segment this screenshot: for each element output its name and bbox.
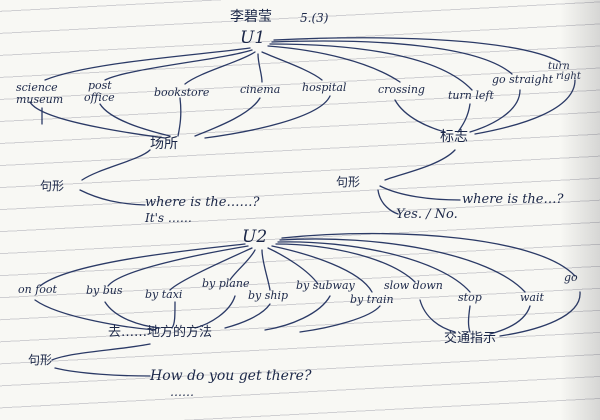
traffic-go: go [564,271,578,284]
sign-turn-left: turn left [448,89,494,102]
bracket-on-foot [34,299,156,331]
pattern-left-answer: It's …… [145,211,192,225]
way-by-bus: by bus [86,284,123,297]
link-u2-go [281,232,576,277]
way-on-foot: on foot [18,283,57,296]
bracket-by-train [299,305,381,333]
link-u2-by-ship [261,249,271,291]
bracket-slow-down [419,299,456,333]
bracket-turn-right [474,79,576,135]
link-u2-stop [277,241,471,293]
group-places: 场所 [150,136,178,152]
link-u2-by-subway [267,247,319,285]
way-by-subway: by subway [296,279,355,292]
place-office: office [84,91,115,104]
link-u2-by-train [271,245,373,293]
bracket-bookstore [177,97,182,137]
place-hospital: hospital [302,81,347,94]
link-u1-crossing [267,45,401,83]
bracket-crossing [394,99,446,133]
sign-crossing: crossing [378,83,425,96]
pattern-u2-answer: …… [170,385,194,399]
link-u1-science-museum [44,47,251,81]
way-by-plane: by plane [202,277,250,290]
group-traffic: 交通指示 [444,331,497,346]
bracket-by-taxi [171,301,176,329]
traffic-stop: stop [458,291,482,304]
bracket-hospital [204,95,331,139]
sign-turn: turn [548,61,570,72]
way-by-taxi: by taxi [145,288,183,301]
link-u1-hospital [261,51,323,81]
class-label: 5.(3) [300,11,329,25]
link-u1-go-straight [271,40,513,75]
unit1-title: U1 [240,28,266,48]
link-u1-bookstore [184,51,256,85]
pattern-right-answer: Yes. / No. [396,207,458,222]
traffic-slow-down: slow down [384,279,443,292]
bracket-by-plane [194,295,236,329]
unit2-title: U2 [242,227,268,247]
link-u2-wait [279,238,526,293]
link-places-pattern [81,149,151,181]
place-bookstore: bookstore [154,86,210,99]
pattern-label-right: 句形 [336,175,361,189]
link-u2-slow-down [275,243,416,283]
pattern-u2-question: How do you get there? [150,368,312,384]
link-u2-on-foot [39,243,246,287]
bracket-by-bus [104,301,161,329]
way-by-ship: by ship [248,289,289,302]
bracket-post [99,103,171,137]
pattern-left-question: where is the……? [145,195,260,210]
bracket-cinema [194,97,261,137]
pattern-right-question: where is the…? [462,192,564,207]
pattern-label-u2: 句形 [28,353,53,367]
bracket-go [499,291,581,337]
link-u1-cinema [257,53,263,83]
place-post: post [88,79,112,92]
link-u2-by-bus [107,245,249,287]
bracket-wait [489,305,531,335]
bracket-by-subway [264,295,331,331]
link-pattern-q [54,367,151,377]
link-u1-turn-right [273,37,561,63]
sign-right: right [556,71,581,82]
bracket-by-ship [224,303,271,329]
way-by-train: by train [350,293,394,306]
bracket-go-straight [469,89,521,133]
link-pattern-left-q [79,189,146,206]
traffic-wait: wait [520,291,544,304]
pattern-label-left: 句形 [40,179,65,193]
link-pattern-right-a [377,189,399,215]
link-u1-post-office [104,49,253,81]
bracket-stop [467,305,471,333]
link-ways-pattern [51,343,151,361]
link-signs-pattern [384,149,456,181]
sign-go-straight: go straight [492,73,554,86]
bracket-science [29,101,166,139]
bracket-turn-left [457,103,471,133]
link-pattern-right-q [379,185,461,201]
link-u1-turn-left [269,43,473,91]
student-name: 李碧莹 [230,9,272,25]
place-cinema: cinema [240,83,281,96]
link-u2-by-taxi [169,247,253,291]
place-science: science [16,81,58,94]
group-signs: 标志 [440,129,468,145]
place-museum: museum [16,93,64,106]
group-ways: 去……地方的方法 [108,325,213,340]
link-u2-by-plane [229,249,256,281]
